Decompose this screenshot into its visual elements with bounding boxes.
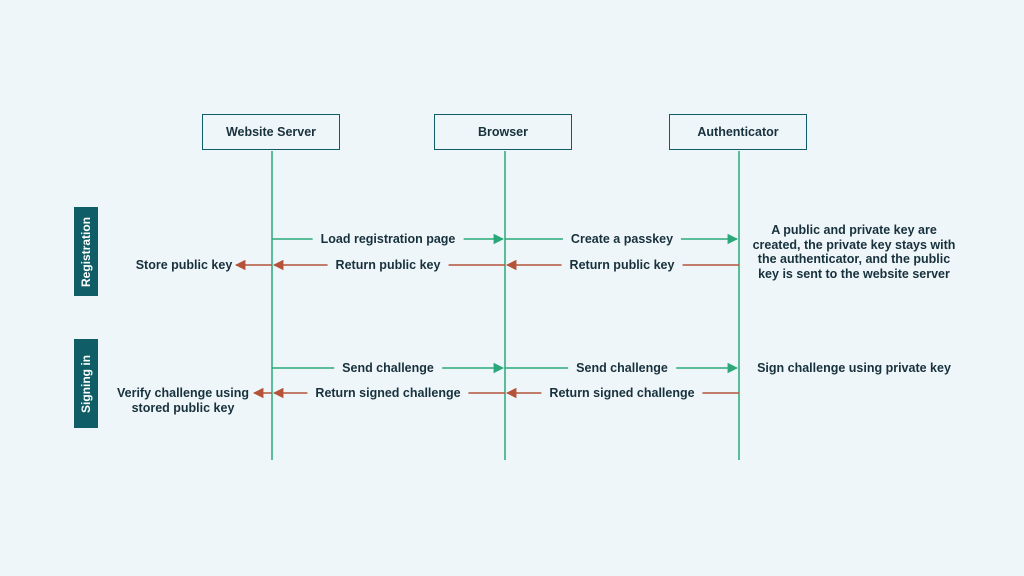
message-send-challenge-server: Send challenge <box>334 360 442 376</box>
actor-browser: Browser <box>434 114 572 150</box>
actor-authenticator: Authenticator <box>669 114 807 150</box>
message-return-public-key-browser: Return public key <box>561 257 683 273</box>
message-load-registration-page: Load registration page <box>312 231 464 247</box>
message-return-public-key-server: Return public key <box>327 257 449 273</box>
message-store-public-key: Store public key <box>135 257 233 273</box>
message-return-signed-challenge-server: Return signed challenge <box>307 385 469 401</box>
actor-browser-label: Browser <box>477 125 529 139</box>
actor-authenticator-label: Authenticator <box>697 125 779 139</box>
message-create-passkey: Create a passkey <box>562 231 682 247</box>
message-return-signed-challenge-browser: Return signed challenge <box>541 385 703 401</box>
section-label-registration: Registration <box>79 216 94 287</box>
section-label-signing-in: Signing in <box>79 354 93 413</box>
section-tab-registration: Registration <box>74 207 98 296</box>
actor-website-server: Website Server <box>202 114 340 150</box>
section-tab-signing-in: Signing in <box>74 339 98 428</box>
actor-website-server-label: Website Server <box>225 125 317 139</box>
message-send-challenge-browser: Send challenge <box>568 360 676 376</box>
note-key-creation: A public and private key are created, th… <box>752 223 956 281</box>
note-sign-challenge: Sign challenge using private key <box>757 361 951 375</box>
note-verify-challenge: Verify challenge using stored public key <box>117 386 249 415</box>
